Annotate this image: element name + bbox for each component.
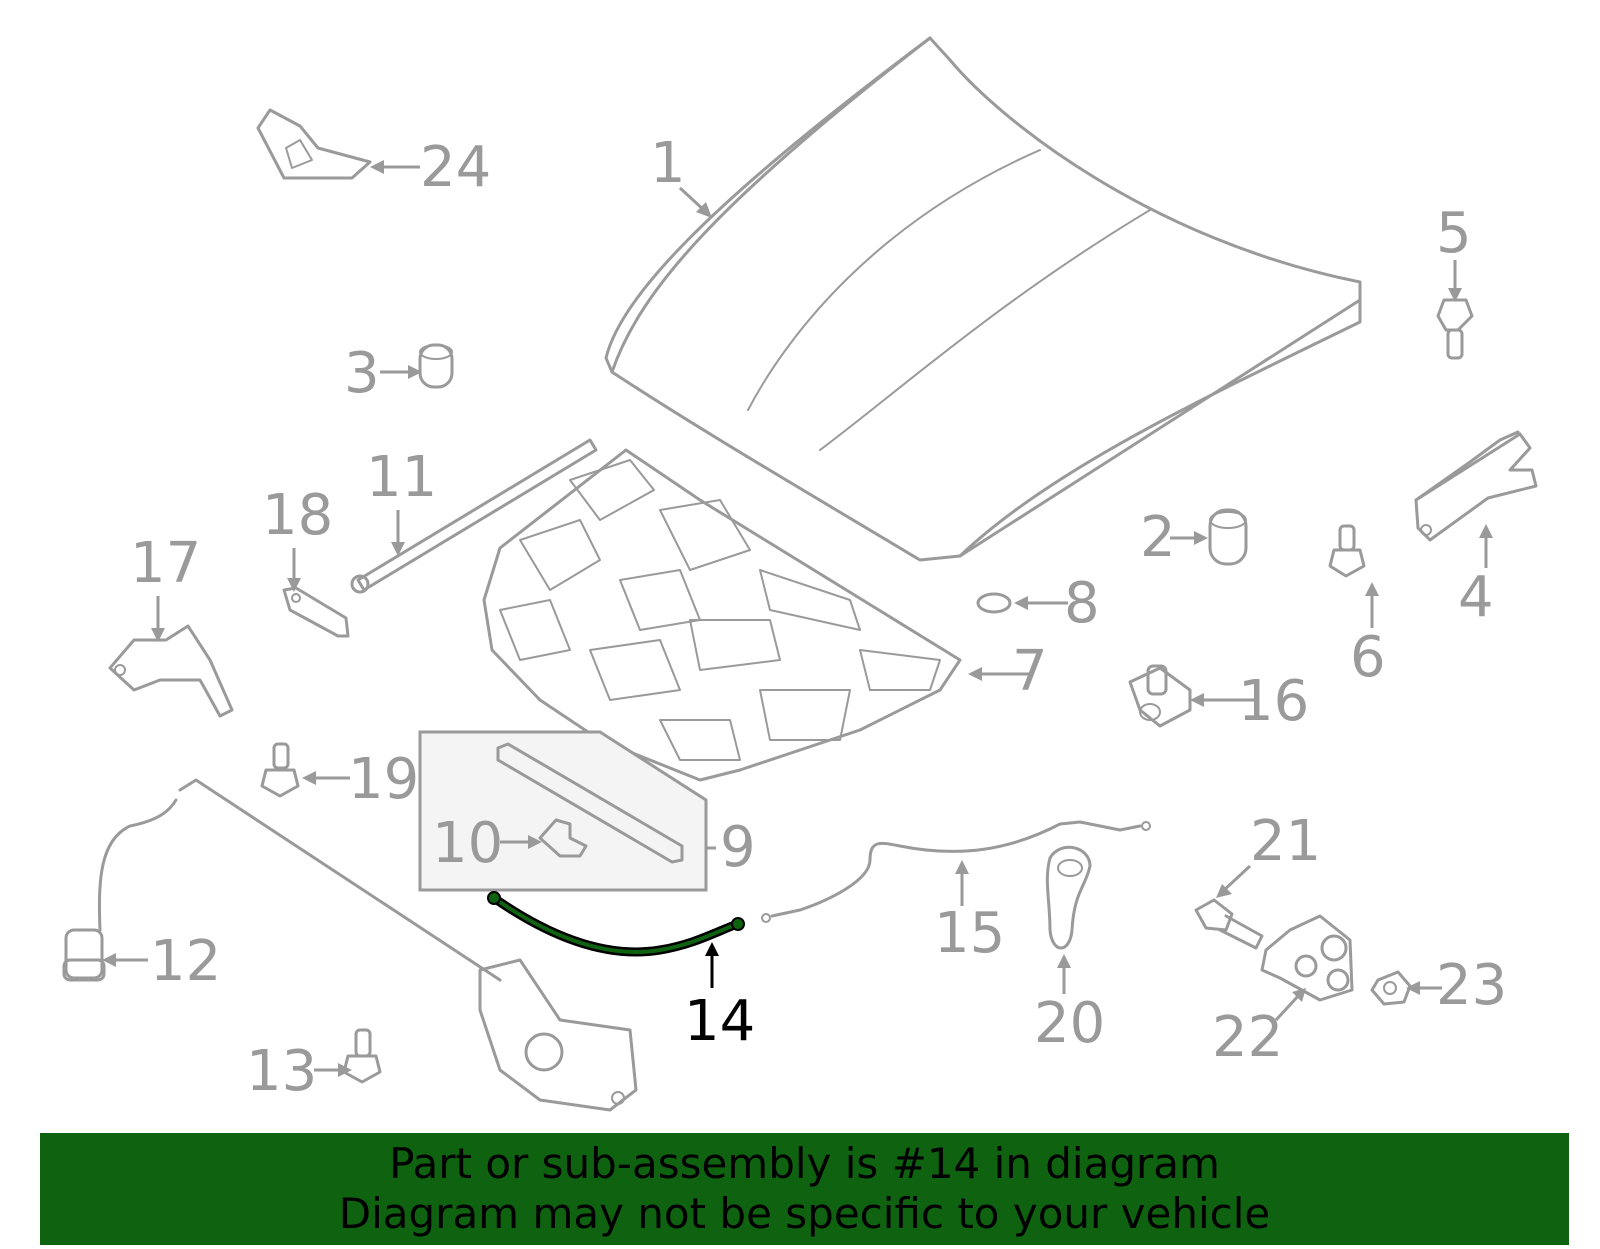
part-1-hood bbox=[604, 36, 1362, 562]
callout-24: 24 bbox=[420, 135, 491, 200]
callout-12: 12 bbox=[150, 929, 221, 994]
callout-7: 7 bbox=[1012, 639, 1048, 704]
part-2-bumper bbox=[1208, 508, 1248, 566]
part-21-bolt bbox=[1194, 898, 1264, 950]
part-15-cable bbox=[761, 820, 1151, 923]
callout-22: 22 bbox=[1212, 1005, 1283, 1070]
callout-13: 13 bbox=[246, 1039, 317, 1104]
part-14-cable bbox=[487, 891, 745, 957]
callout-10: 10 bbox=[432, 811, 503, 876]
callout-2: 2 bbox=[1140, 505, 1176, 570]
callout-4: 4 bbox=[1458, 565, 1494, 630]
part-9-kit-box bbox=[418, 730, 708, 892]
part-5-bolt bbox=[1436, 298, 1474, 360]
info-banner: Part or sub-assembly is #14 in diagram D… bbox=[40, 1133, 1569, 1245]
callout-19: 19 bbox=[348, 747, 419, 812]
callout-14: 14 bbox=[684, 989, 755, 1054]
leader-arrows bbox=[102, 160, 1493, 1077]
callout-labels: 1 2 3 4 5 6 7 8 9 10 11 12 13 14 15 16 1… bbox=[130, 131, 1507, 1104]
callout-1: 1 bbox=[650, 131, 686, 196]
callout-6: 6 bbox=[1350, 625, 1386, 690]
banner-line-disclaimer: Diagram may not be specific to your vehi… bbox=[338, 1189, 1271, 1238]
part-20-handle bbox=[1045, 845, 1092, 950]
part-10-clip bbox=[538, 818, 588, 858]
part-19-bolt bbox=[260, 742, 300, 798]
callout-8: 8 bbox=[1064, 571, 1100, 636]
part-4-hinge bbox=[1414, 430, 1538, 542]
callout-9: 9 bbox=[720, 815, 756, 880]
callout-11: 11 bbox=[366, 445, 437, 510]
callout-15: 15 bbox=[934, 901, 1005, 966]
part-6-bolt bbox=[1328, 524, 1366, 578]
callout-18: 18 bbox=[262, 483, 333, 548]
callout-20: 20 bbox=[1034, 991, 1105, 1056]
part-3-bumper bbox=[418, 343, 454, 389]
part-13-bolt bbox=[342, 1028, 382, 1084]
part-23-nut bbox=[1370, 970, 1412, 1006]
parts-diagram: 1 2 3 4 5 6 7 8 9 10 11 12 13 14 15 16 1… bbox=[62, 36, 1538, 1112]
part-22-actuator bbox=[1260, 914, 1354, 1002]
part-7-inner-frame bbox=[482, 448, 962, 782]
callout-21: 21 bbox=[1250, 809, 1321, 874]
part-24-bracket bbox=[256, 108, 372, 180]
part-16-clip bbox=[1128, 664, 1192, 728]
part-18-bracket bbox=[282, 586, 350, 638]
part-11-strut bbox=[350, 438, 598, 594]
callout-23: 23 bbox=[1436, 953, 1507, 1018]
part-8-ring bbox=[976, 592, 1012, 614]
part-12-latch bbox=[62, 778, 638, 1112]
callout-3: 3 bbox=[344, 341, 380, 406]
banner-line-part: Part or sub-assembly is #14 in diagram bbox=[389, 1139, 1220, 1188]
part-17-bracket bbox=[108, 624, 234, 718]
callout-17: 17 bbox=[130, 531, 201, 596]
callout-5: 5 bbox=[1436, 201, 1472, 266]
callout-16: 16 bbox=[1238, 669, 1309, 734]
